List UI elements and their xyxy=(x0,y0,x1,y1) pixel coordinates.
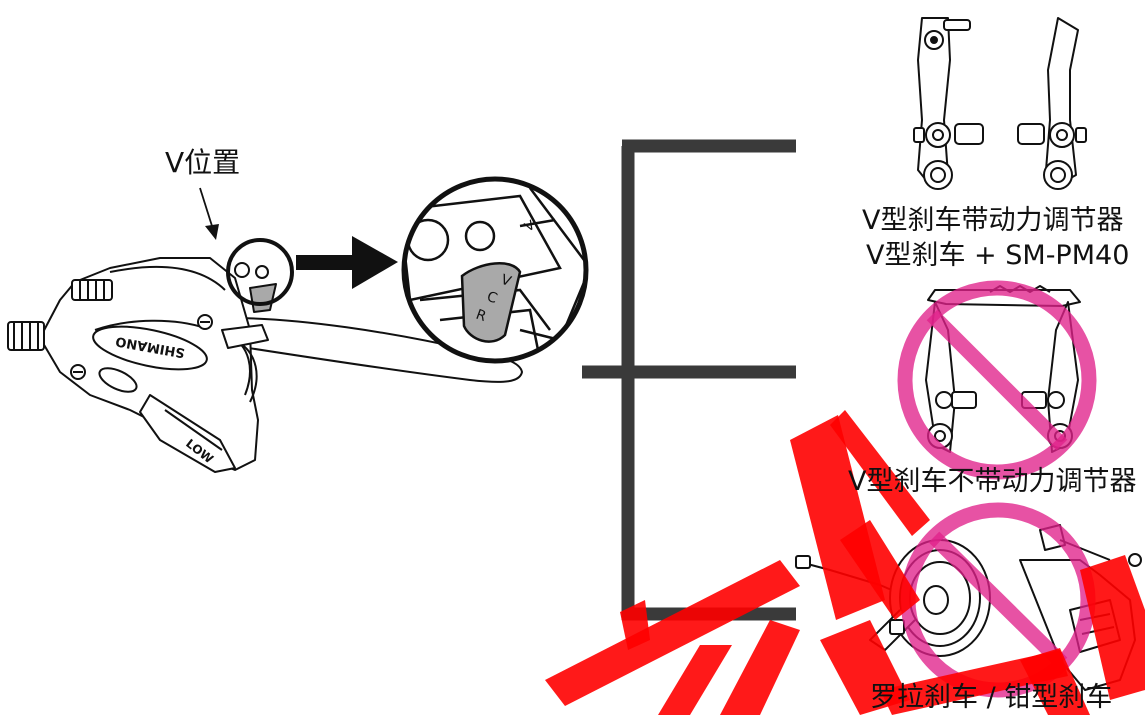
option-1-label-line1: V型刹车带动力调节器 xyxy=(862,205,1124,236)
option-bracket xyxy=(582,139,796,621)
brand-plate xyxy=(92,325,208,371)
zoom-arrow xyxy=(296,236,398,289)
option-2-label: V型刹车不带动力调节器 xyxy=(848,466,1137,497)
top-bolt xyxy=(71,279,113,301)
v-position-label: V位置 xyxy=(165,146,241,179)
mode-plate-small xyxy=(249,283,277,313)
red-watermark xyxy=(545,410,1145,715)
adjuster-barrel xyxy=(7,321,45,351)
mode-highlight-circle xyxy=(226,238,294,306)
option-3-label: 罗拉刹车 / 钳型刹车 xyxy=(870,682,1113,713)
option-1-label-line2: V型刹车 + SM-PM40 xyxy=(866,240,1130,271)
prohibited-icon-v-brake xyxy=(897,280,1097,480)
v-position-pointer xyxy=(199,187,219,240)
mode-plate-large xyxy=(460,262,522,343)
v-brake-with-modulator-illustration xyxy=(913,17,1087,190)
lever-blade xyxy=(231,317,523,383)
zoom-detail-circle xyxy=(401,176,589,364)
brake-lever-illustration xyxy=(7,257,523,473)
shift-lever xyxy=(139,394,236,473)
